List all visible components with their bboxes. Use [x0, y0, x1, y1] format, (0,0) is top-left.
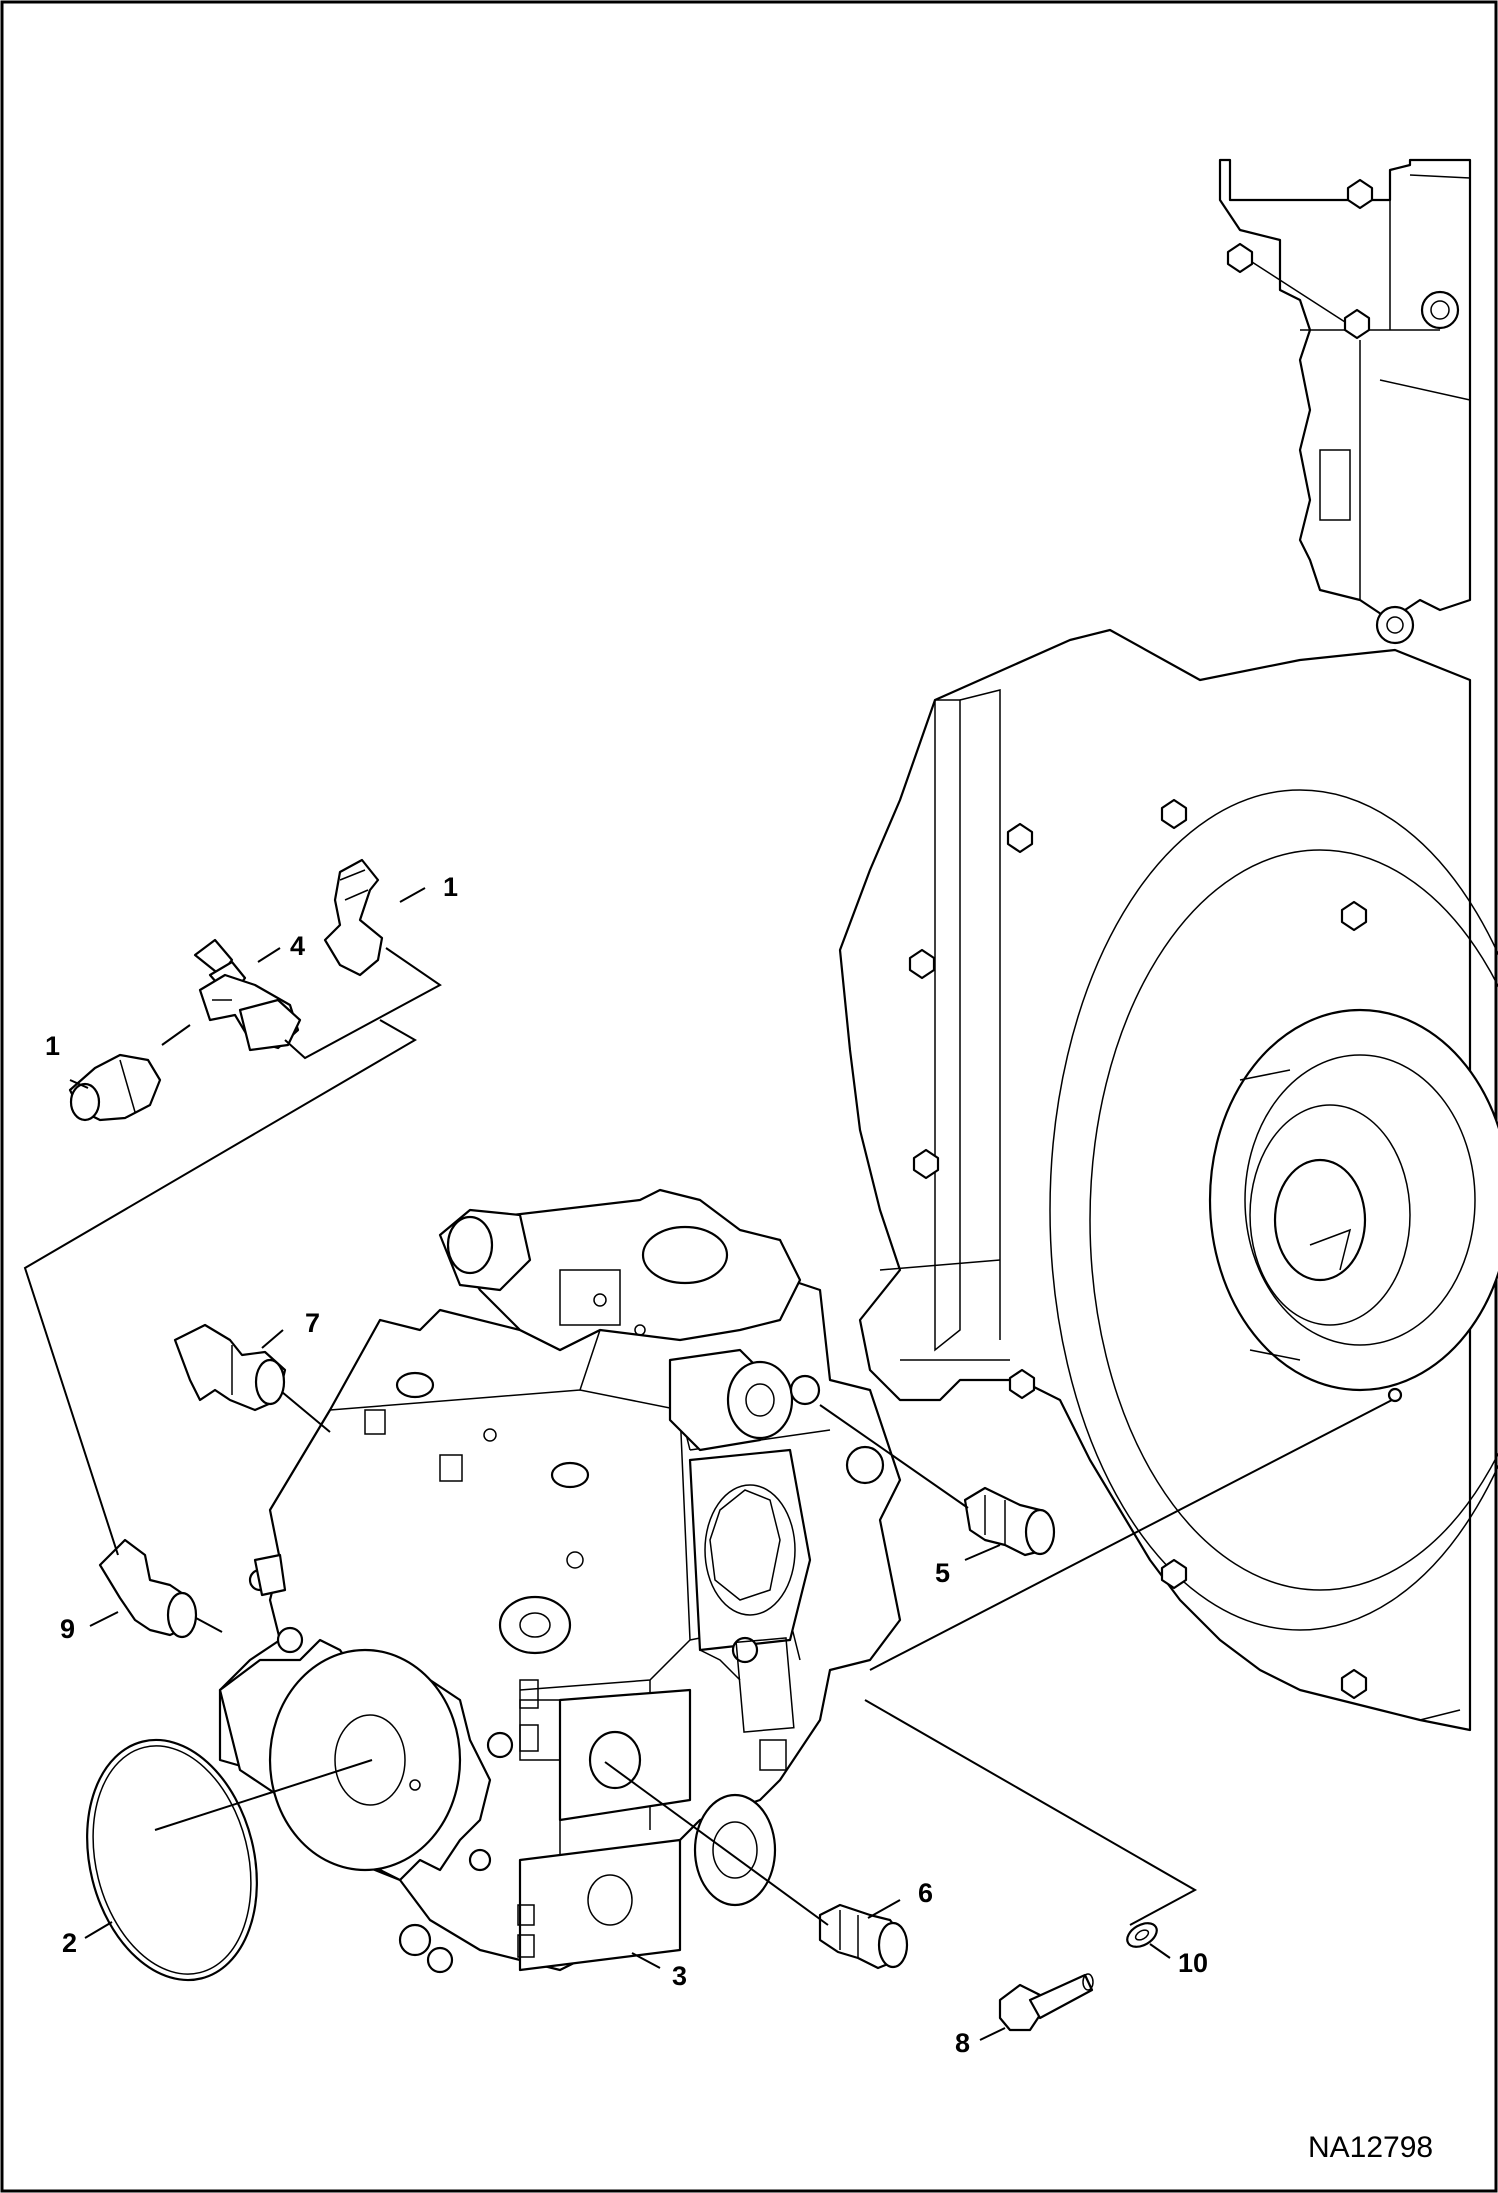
leader-lines: [23, 887, 1393, 2041]
part-5-fitting: [963, 1486, 1056, 1557]
callout-6: 6: [918, 1878, 933, 1908]
callouts: 1 1 2 3 4 5 6 7 8 9 10: [45, 872, 1208, 2058]
callout-3: 3: [672, 1961, 687, 1991]
engine-block: [1218, 158, 1472, 645]
callout-5: 5: [935, 1558, 950, 1588]
callout-2: 2: [62, 1928, 77, 1958]
callout-10: 10: [1178, 1948, 1208, 1978]
part-1-coupler-top: [323, 858, 384, 977]
part-1-coupler-left: [68, 1053, 162, 1122]
callout-9: 9: [60, 1614, 75, 1644]
callout-4: 4: [290, 931, 305, 961]
flywheel-housing: [838, 628, 1498, 1732]
reference-code: NA12798: [1308, 2131, 1433, 2164]
part-8-bolt: [998, 1973, 1094, 2032]
callout-1-left: 1: [45, 1031, 60, 1061]
engine-bolts: [1226, 178, 1374, 340]
housing-bolts: [908, 798, 1368, 1700]
part-7-elbow-fitting: [173, 1323, 287, 1412]
part-2-o-ring: [86, 1738, 258, 1982]
part-9-elbow-fitting: [98, 1538, 198, 1639]
callout-1-top: 1: [443, 872, 458, 902]
part-6-fitting: [818, 1903, 909, 1970]
callout-8: 8: [955, 2028, 970, 2058]
callout-7: 7: [305, 1308, 320, 1338]
hydrostatic-pump: [218, 1188, 902, 1974]
part-4-tee-fitting: [193, 938, 302, 1052]
part-10-washer: [1126, 1922, 1158, 1948]
